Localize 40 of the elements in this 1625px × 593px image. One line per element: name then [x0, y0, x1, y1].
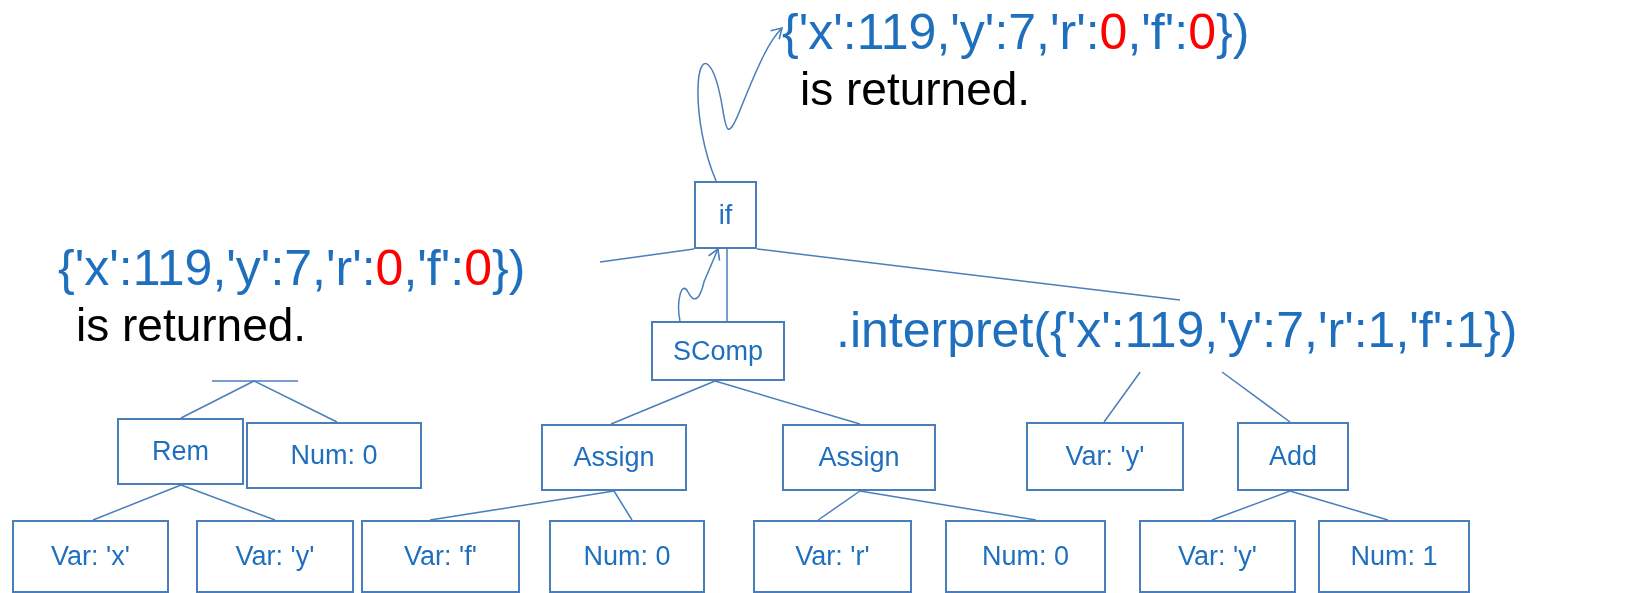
tree-edge — [253, 380, 338, 423]
tree-node-box: Rem — [117, 418, 244, 485]
tree-node-box: Num: 0 — [246, 422, 422, 489]
tree-node-box: Var: 'r' — [753, 520, 912, 593]
tree-node-box: Assign — [782, 424, 936, 491]
tree-node-box: Var: 'y' — [196, 520, 354, 593]
code-text: .interpret({'x':119,'y':7,'r':1,'f':1}) — [836, 301, 1518, 360]
tree-edge — [859, 490, 1037, 521]
tree-edge — [1103, 371, 1141, 423]
tree-node-box: if — [694, 181, 757, 249]
tree-edge — [180, 380, 255, 419]
tree-edge — [726, 248, 728, 322]
tree-edge — [756, 248, 1181, 301]
tree-node-box: Var: 'y' — [1026, 422, 1184, 491]
tree-edge — [610, 380, 716, 425]
tree-node-box: Var: 'f' — [361, 520, 520, 593]
tree-edge — [613, 490, 633, 521]
tree-edge — [714, 380, 861, 425]
tree-edge — [1221, 371, 1291, 423]
tree-node-box: Add — [1237, 422, 1349, 491]
code-text: {'x':119,'y':7,'r':0,'f':0}) — [58, 239, 526, 298]
tree-node-box: Num: 1 — [1318, 520, 1470, 593]
tree-node-box: Num: 0 — [549, 520, 705, 593]
tree-edge — [817, 490, 861, 521]
tree-node-box: Var: 'y' — [1139, 520, 1296, 593]
tree-node-box: Var: 'x' — [12, 520, 169, 593]
tree-edge — [1289, 490, 1389, 521]
tree-edge — [429, 490, 615, 521]
tree-edge — [599, 248, 695, 263]
code-text: {'x':119,'y':7,'r':0,'f':0}) — [782, 3, 1250, 62]
caption-text: is returned. — [76, 298, 307, 353]
wavy-return-arrow — [697, 27, 783, 182]
tree-edge — [1211, 490, 1291, 521]
tree-node-box: SComp — [651, 321, 785, 381]
tree-node-box: Assign — [541, 424, 687, 491]
tree-node-box: Num: 0 — [945, 520, 1106, 593]
tree-edge — [92, 484, 182, 521]
tree-edge — [180, 484, 276, 521]
wavy-return-arrow — [677, 248, 721, 322]
caption-text: is returned. — [800, 62, 1031, 117]
